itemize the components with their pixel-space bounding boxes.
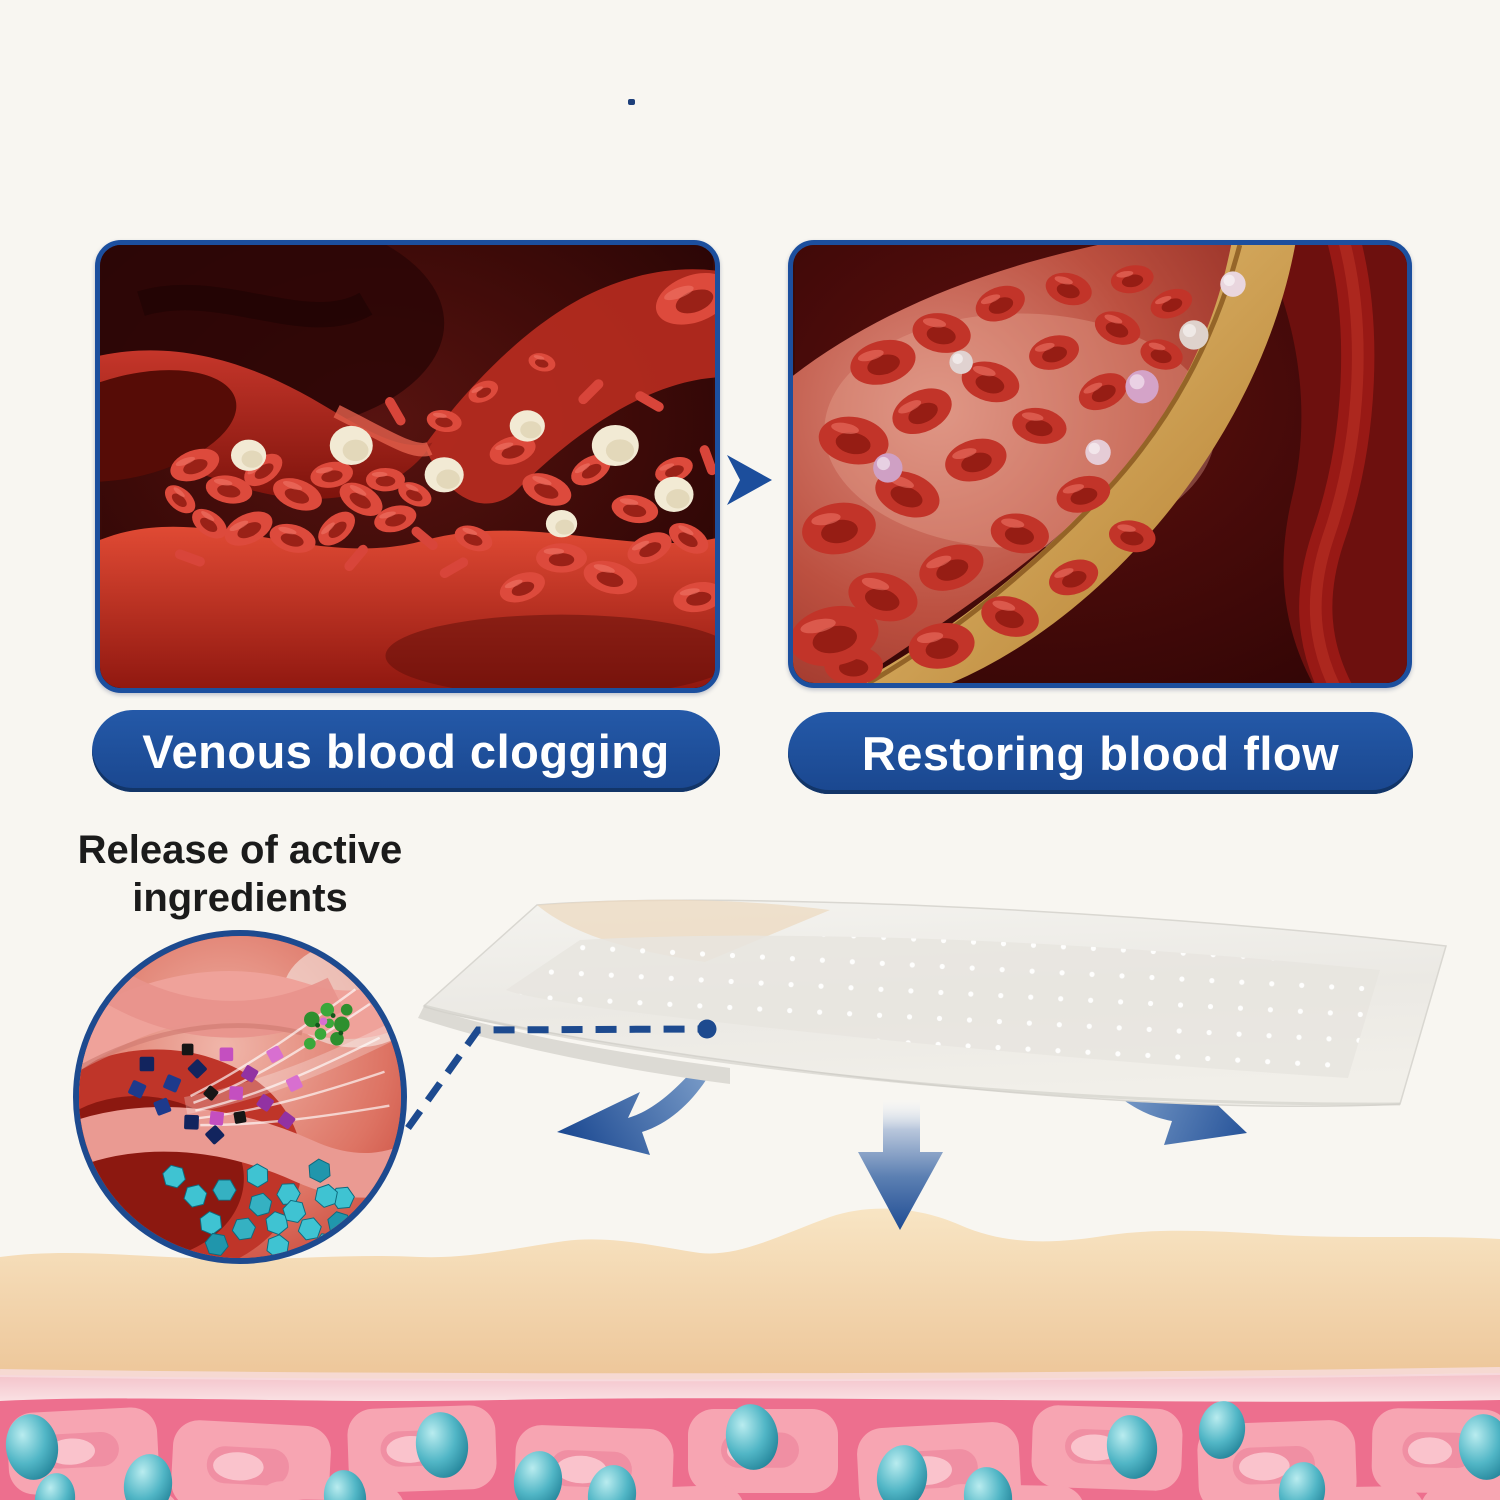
down-left-arrow-icon [557,1068,706,1155]
skin-layers-illustration [0,1208,1500,1500]
open-vein-illustration [793,245,1407,683]
blood-cell-cluster [164,272,715,613]
label-venous-blood-clogging: Venous blood clogging [92,710,720,792]
transdermal-patch-illustration [418,899,1447,1107]
pill-text: Venous blood clogging [142,724,670,778]
flowing-blood-cells [793,265,1246,683]
release-caption: Release of active ingredients [77,828,403,920]
callout-dot [697,1019,717,1039]
label-restoring-blood-flow: Restoring blood flow [788,712,1413,794]
active-ingredients-inset [73,930,407,1264]
cell-nuclei [5,1401,1500,1500]
right-arrowhead-icon [727,455,772,505]
down-arrow-icon [858,1100,943,1230]
restored-flow-panel [788,240,1412,688]
pill-text: Restoring blood flow [861,726,1340,780]
ink-speck [628,99,635,105]
dashed-callout-line-icon [405,1019,717,1131]
clogged-vein-panel [95,240,720,693]
ingredient-release-illustration [79,936,401,1258]
ingredient-particles [128,1002,355,1258]
clogged-vein-illustration [100,245,715,688]
